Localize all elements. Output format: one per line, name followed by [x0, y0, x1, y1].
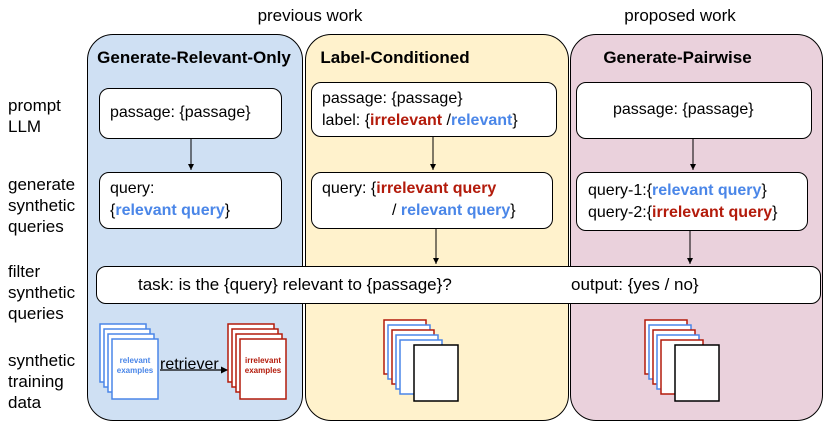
prompt-text: passage: {passage}	[322, 90, 463, 107]
label-line: label: {irrelevant /relevant}	[322, 110, 556, 132]
col3-query-box: query-1:{relevant query} query-2:{irrele…	[576, 172, 808, 231]
col3-prompt-box: passage: {passage}	[576, 82, 812, 139]
row-label-line: generate	[8, 175, 76, 194]
row-label-line: data	[8, 393, 42, 412]
brace-close: }	[224, 202, 231, 219]
query-line-2: / relevant query}	[322, 200, 552, 222]
relevant-examples-stack	[99, 323, 159, 400]
row-label-line: queries	[8, 217, 64, 236]
row-label-filter: filter synthetic queries	[8, 261, 75, 324]
query-1-line: query-1:{relevant query}	[588, 180, 807, 202]
query-prefix: query: {	[322, 180, 377, 197]
relevant-examples-label: relevant examples	[116, 356, 154, 375]
filter-output-text: output: {yes / no}	[571, 275, 699, 294]
relevant-query-text: relevant query	[115, 202, 225, 219]
filter-box: task: is the {query} relevant to {passag…	[96, 266, 821, 304]
irrelevant-query-text: irrelevant query	[376, 180, 497, 197]
brace-close: }	[772, 204, 778, 221]
row-label-line: synthetic	[8, 283, 76, 302]
brace-open: {	[110, 202, 116, 219]
query-1-prefix: query-1:{	[588, 182, 653, 199]
filter-task-text: task: is the {query} relevant to {passag…	[138, 275, 452, 294]
relevant-query-text: relevant query	[652, 182, 762, 199]
mixed-examples-stack-col3	[644, 319, 720, 402]
label-sep: /	[442, 112, 451, 129]
row-label-training: synthetic training data	[8, 350, 75, 413]
query-2-prefix: query-2:{	[588, 204, 653, 221]
header-proposed-work: proposed work	[624, 6, 736, 25]
row-label-line: LLM	[8, 117, 42, 136]
query-sep: /	[392, 202, 401, 219]
prompt-text: passage: {passage}	[613, 101, 754, 118]
col2-prompt-box: passage: {passage} label: {irrelevant /r…	[311, 82, 557, 137]
col3-title: Generate-Pairwise	[603, 48, 752, 67]
prompt-text: passage: {passage}	[110, 104, 251, 121]
query-line: {relevant query}	[110, 200, 281, 222]
row-label-line: synthetic	[8, 351, 76, 370]
row-label-line: prompt	[8, 96, 61, 115]
col1-prompt-box: passage: {passage}	[99, 88, 282, 139]
mixed-examples-stack-col2	[383, 319, 459, 402]
query-2-line: query-2:{irrelevant query}	[588, 202, 807, 224]
irrelevant-examples-label: irrelevant examples	[244, 356, 282, 375]
label-relevant: relevant	[450, 112, 513, 129]
label-irrelevant: irrelevant	[370, 112, 443, 129]
irrelevant-query-text: irrelevant query	[652, 204, 773, 221]
col1-title: Generate-Relevant-Only	[97, 48, 291, 67]
row-label-line: training	[8, 372, 64, 391]
query-line-1: query: {irrelevant query	[322, 178, 552, 200]
brace-close: }	[761, 182, 767, 199]
relevant-query-text: relevant query	[400, 202, 511, 219]
col2-title: Label-Conditioned	[320, 48, 470, 67]
label-close: }	[512, 112, 518, 129]
header-previous-work: previous work	[257, 6, 363, 25]
row-label-line: queries	[8, 304, 64, 323]
col1-query-box: query: {relevant query}	[99, 172, 282, 229]
row-label-generate: generate synthetic queries	[8, 174, 75, 237]
row-label-line: synthetic	[8, 196, 76, 215]
retriever-label: retriever	[160, 356, 219, 373]
brace-close: }	[510, 202, 516, 219]
col2-query-box: query: {irrelevant query / relevant quer…	[311, 172, 553, 229]
row-label-line: filter	[8, 262, 41, 281]
label-prefix: label: {	[322, 112, 371, 129]
row-label-prompt-llm: prompt LLM	[8, 95, 61, 137]
query-prefix: query:	[110, 180, 155, 197]
irrelevant-examples-stack	[227, 323, 287, 400]
